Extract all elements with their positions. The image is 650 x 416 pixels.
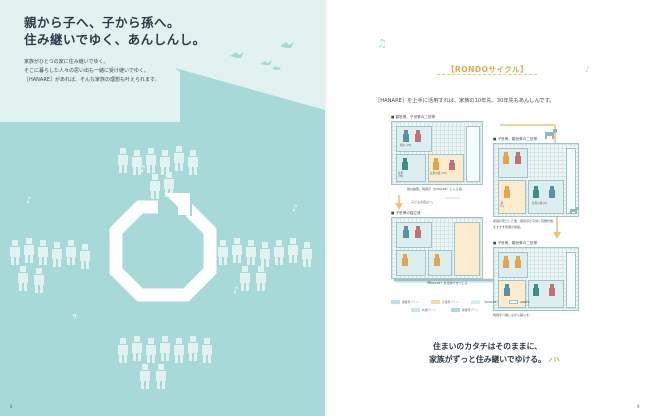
note-4: ますます家族が成長。 xyxy=(493,225,524,229)
lead-line-2: そこに暮らした人々の思い出も一緒に受け継いでゆく。 xyxy=(24,68,149,74)
person-pair-icon xyxy=(433,158,455,170)
person-icon xyxy=(504,186,510,198)
floorplan-panel-2: 孫(5) 長男の孫 (8) xyxy=(493,143,579,217)
person-label-son-wife: 長男の妻 (33) xyxy=(430,172,447,175)
closing-line-2: 家族がずっと住み継いでゆける。 xyxy=(429,355,546,364)
legend-item: 共用ゾーン xyxy=(411,308,436,312)
room xyxy=(396,154,426,182)
floorplan-panel-1: 祖父 (70) 長男(35) 長男の妻 (33) xyxy=(391,121,483,185)
headline-line-1: 親から子へ、子から孫へ。 xyxy=(24,15,181,30)
title-divider xyxy=(437,74,537,75)
birds-icon xyxy=(230,42,294,70)
music-note-icon: ♪ xyxy=(140,165,146,175)
room xyxy=(466,126,480,182)
person-icon xyxy=(504,284,510,296)
music-note-icon: ♫ xyxy=(377,37,387,50)
header-wedge xyxy=(0,0,325,125)
headline-line-2: 住み継いでゆく、あんしんし。 xyxy=(24,32,206,47)
room xyxy=(454,222,480,276)
music-note-icon: ♪ xyxy=(292,204,298,214)
person-label-grandchild-2: 長男の孫 (8) xyxy=(532,202,547,205)
person-label-son: 長男(35) xyxy=(398,172,404,179)
svg-text:♫: ♫ xyxy=(377,37,387,50)
legend-item: 子世帯ゾーン xyxy=(431,300,459,304)
music-note-icon: ♪ xyxy=(233,286,239,296)
note-3: 両親が死亡した後、親世帯が子供と同居状態。 xyxy=(493,219,557,223)
person-icon xyxy=(434,254,440,266)
music-note-icon: ♪ xyxy=(585,65,590,74)
legend-item: 親世帯ゾーン xyxy=(391,300,419,304)
dog-icon xyxy=(570,207,579,214)
room xyxy=(396,126,432,152)
person-pair-icon xyxy=(503,152,521,164)
lead-line-1: 家族がひとつの家に住み継いでゆく。 xyxy=(24,59,109,65)
sparkle-icon xyxy=(548,356,560,363)
panel-4-label: ■ 子世帯、親世帯の二世帯 xyxy=(493,241,538,245)
lead-text: 家族がひとつの家に住み継いでゆく。 そこに暮らした人々の思い出も一緒に受け継いで… xyxy=(24,58,159,85)
person-icon xyxy=(402,254,408,266)
lead-line-3: ［HANARE］があれば、そんな家族の理想も叶えられます。 xyxy=(24,77,160,83)
person-label-grandfather: 祖父 (70) xyxy=(400,144,412,147)
legend-item: ANNEX xyxy=(509,300,530,304)
room xyxy=(498,180,526,214)
person-icon xyxy=(402,158,408,170)
section-title: 【RONDOサイクル】 xyxy=(446,65,529,74)
legend-item: ［HANARE］ xyxy=(471,300,499,304)
music-note-icon: ♪ xyxy=(26,196,32,206)
floorplan-panel-4 xyxy=(493,247,579,311)
music-note-icon: 𝄢 xyxy=(72,314,78,324)
person-label-grandchild: 孫(5) xyxy=(500,202,504,209)
room xyxy=(566,148,576,214)
headline: 親から子へ、子から孫へ。 住み継いでゆく、あんしんし。 xyxy=(24,14,206,48)
room xyxy=(396,222,432,248)
room xyxy=(566,252,576,308)
room xyxy=(396,250,426,276)
svg-text:♪: ♪ xyxy=(585,65,590,74)
closing-line-1: 住まいのカタチはそのままに、 xyxy=(433,342,542,351)
note-2: 子どもの自立へ。 xyxy=(411,200,436,204)
right-page: ♫ ♪ 【RONDOサイクル】 ［HANARE］を上手に活用すれば、家族の10年… xyxy=(325,0,650,416)
person-pair-icon xyxy=(503,256,521,268)
legend: 親世帯ゾーン 子世帯ゾーン ［HANARE］ ANNEX 共用ゾーン 孫世帯ゾー… xyxy=(391,298,551,324)
sub-lead: ［HANARE］を上手に活用すれば、家族の10年先、30年先もあんしんです。 xyxy=(375,98,555,104)
book-gutter xyxy=(325,0,328,416)
closing-message: 住まいのカタチはそのままに、 家族がずっと住み継いでゆける。 xyxy=(325,340,650,366)
legend-item: 孫世帯ゾーン xyxy=(451,308,479,312)
note-1: 親は独居。両親が［HANARE］に入る頃。 xyxy=(407,187,465,191)
note-5: ［HANARE］を活用でき〜しる xyxy=(425,281,468,285)
left-page: 親から子へ、子から孫へ。 住み継いでゆく、あんしんし。 家族がひとつの家に住み継… xyxy=(0,0,325,416)
panel-2-label: ■ 子世帯、親世帯の二世帯 xyxy=(493,137,538,141)
person-pair-icon xyxy=(403,226,421,238)
person-pair-icon xyxy=(533,186,555,198)
page-number-left: 8 xyxy=(10,404,13,409)
panel-1-label: ■ 親世帯、子世帯の二世帯 xyxy=(391,115,436,119)
page-number-right: 9 xyxy=(637,404,640,409)
person-pair-icon xyxy=(533,284,555,296)
floorplan-panel-3 xyxy=(391,217,483,279)
dog-icon xyxy=(545,129,557,139)
note-6: 両親を介護しながら暮らす。 xyxy=(493,313,532,317)
panel-3-label: ■ 子世帯の独立後 xyxy=(391,211,421,215)
cycle-mark-icon xyxy=(109,193,217,302)
person-pair-icon xyxy=(403,130,421,142)
